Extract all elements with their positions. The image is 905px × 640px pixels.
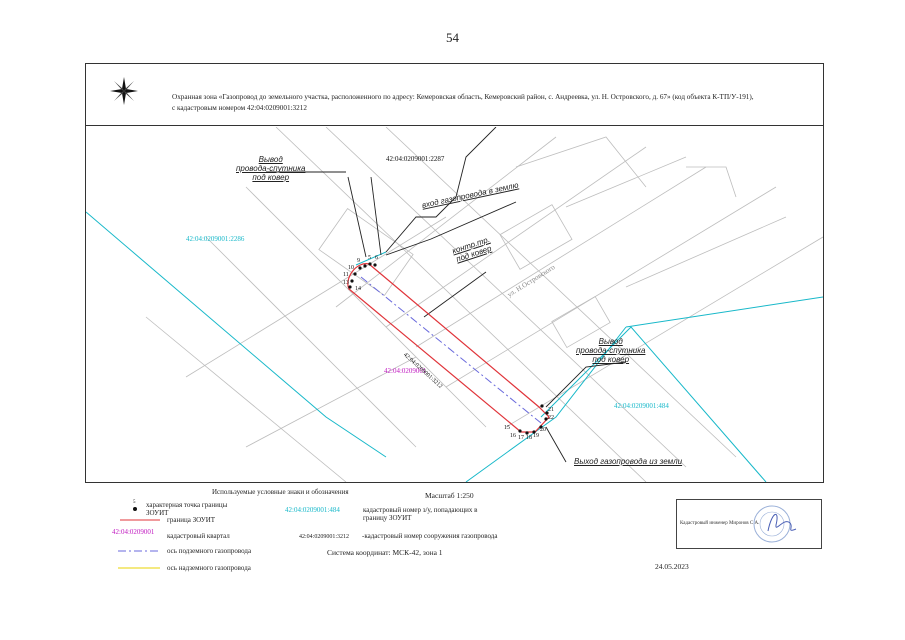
map-title: Охранная зона «Газопровод до земельного … bbox=[172, 92, 812, 114]
point-label: 6 bbox=[375, 255, 378, 261]
point-label: 5 bbox=[368, 255, 371, 261]
map-area: 42:04:0209001:2287 42:04:0209001:2286 42… bbox=[86, 127, 823, 482]
boundary-points bbox=[348, 262, 549, 435]
point-label: 14 bbox=[355, 286, 361, 292]
point-label: 22 bbox=[548, 415, 554, 421]
legend-quarter-label: кадастровый квартал bbox=[167, 532, 230, 540]
point-label: 19 bbox=[533, 433, 539, 439]
legend-cadastral-label: кадастровый номер з/у, попадающих в гран… bbox=[363, 506, 478, 522]
point-label: 21 bbox=[548, 407, 554, 413]
topo-lines bbox=[145, 127, 823, 482]
point-label: 11 bbox=[343, 272, 349, 278]
callout-wire-out-2: Вывод провода-спутника под ковер bbox=[576, 337, 646, 364]
underground-axis-swatch bbox=[118, 550, 160, 552]
date-label: 24.05.2023 bbox=[655, 562, 689, 571]
legend-point-symbol: 5 bbox=[133, 500, 136, 505]
point-label: 17 bbox=[518, 435, 524, 441]
legend-quarter-sample: 42:04:0209001 bbox=[112, 528, 155, 536]
legend-cadastral-sample: 42:04:0209001:484 bbox=[285, 506, 340, 514]
parcel-lines bbox=[266, 127, 627, 463]
quarter-label: 42:04:0209001 bbox=[384, 367, 427, 375]
parcel-label-2286: 42:04:0209001:2286 bbox=[186, 235, 245, 243]
signature-seal-icon bbox=[753, 505, 797, 543]
legend-structure-label: -кадастровый номер сооружения газопровод… bbox=[362, 532, 498, 540]
point-label: 18 bbox=[526, 435, 532, 441]
scale-label: Масштаб 1:250 bbox=[425, 491, 474, 500]
point-label: 10 bbox=[348, 265, 354, 271]
north-arrow-icon bbox=[110, 77, 138, 105]
point-label: 20 bbox=[540, 427, 546, 433]
coordinate-system-label: Система координат: МСК-42, зона 1 bbox=[327, 548, 443, 557]
callout-wire-out-1: Вывод провода-спутника под ковер bbox=[236, 155, 306, 182]
header-box bbox=[85, 63, 824, 126]
point-label: 16 bbox=[510, 433, 516, 439]
parcel-label-2287: 42:04:0209001:2287 bbox=[386, 155, 445, 163]
legend-structure-sample: 42:04:0209001:3212 bbox=[299, 534, 350, 540]
legend-boundary-label: граница ЗОУИТ bbox=[167, 516, 216, 524]
legend-underground-label: ось подземного газопровода bbox=[167, 547, 252, 555]
legend-aboveground-label: ось надземного газопровода bbox=[167, 564, 251, 572]
point-label: 13 bbox=[343, 280, 349, 286]
legend-title: Используемые условные знаки и обозначени… bbox=[212, 488, 349, 496]
boundary-swatch bbox=[120, 519, 160, 521]
map-drawing bbox=[86, 127, 823, 482]
page-number: 54 bbox=[446, 30, 459, 45]
title-line-1: Охранная зона «Газопровод до земельного … bbox=[172, 93, 754, 101]
map-frame bbox=[85, 63, 824, 483]
cadastral-lines bbox=[86, 211, 823, 482]
title-line-2: с кадастровым номером 42:04:0209001:3212 bbox=[172, 104, 307, 112]
point-label: 9 bbox=[357, 258, 360, 264]
stamp-text: Кадастровый инженер Миронов С.А. bbox=[680, 521, 760, 526]
point-label: 15 bbox=[504, 425, 510, 431]
aboveground-axis-swatch bbox=[118, 567, 160, 569]
zone-boundary bbox=[347, 263, 550, 433]
legend-point-label: характерная точка границы ЗОУИТ bbox=[146, 501, 228, 517]
parcel-label-484: 42:04:0209001:484 bbox=[614, 402, 669, 410]
signature-stamp-box bbox=[676, 499, 822, 549]
callout-pipe-exit: Выход газопровода из земли bbox=[574, 457, 683, 466]
point-symbol-icon bbox=[133, 507, 137, 511]
